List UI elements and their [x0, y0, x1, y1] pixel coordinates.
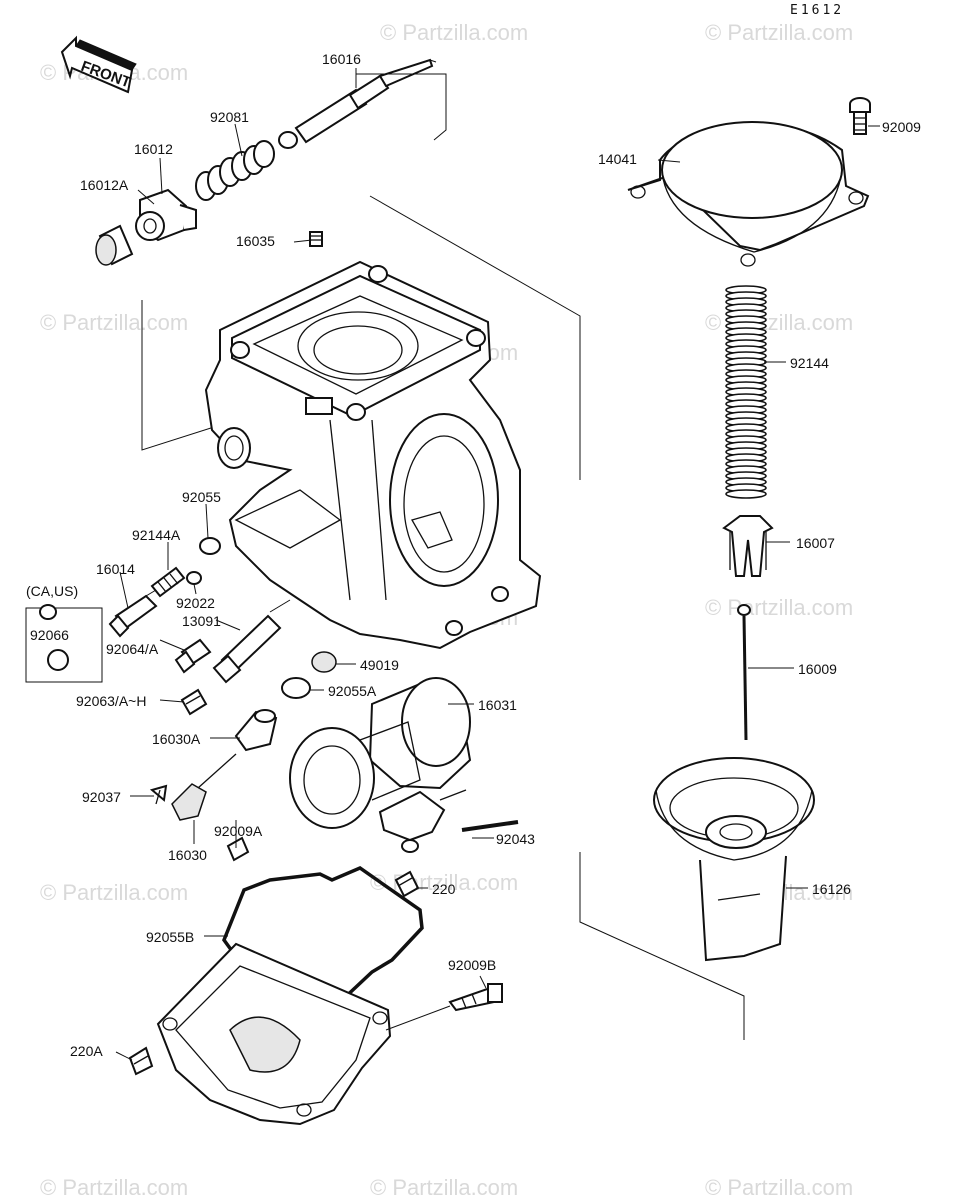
- part-16035-jet: [309, 231, 323, 247]
- watermark: © Partzilla.com: [705, 1175, 853, 1200]
- part-16126-piston: [653, 757, 815, 962]
- part-92064-screw: [174, 638, 212, 674]
- label-16016: 16016: [322, 51, 361, 67]
- label-92055B: 92055B: [146, 929, 194, 945]
- label-49019: 49019: [360, 657, 399, 673]
- part-labels: 16016 92081 16012 16012A 16035 14041 920…: [26, 51, 921, 1059]
- diagram-code: E1612: [790, 3, 844, 18]
- part-main-body: [204, 260, 542, 650]
- label-220: 220: [432, 881, 456, 897]
- part-16031-housing: [289, 677, 472, 853]
- watermark: © Partzilla.com: [40, 880, 188, 905]
- part-49019-plug: [311, 651, 337, 673]
- leader-lines: [115, 68, 880, 1061]
- part-16016-plunger: [278, 58, 437, 149]
- label-92022: 92022: [176, 595, 215, 611]
- guide-piston: [579, 852, 745, 1040]
- watermark: © Partzilla.com: [705, 595, 853, 620]
- part-92055-oring: [199, 537, 221, 555]
- part-92009A-screw: [226, 836, 250, 862]
- part-220A-screw: [128, 1046, 154, 1076]
- part-16012A-cap: [95, 224, 134, 266]
- part-16007-holder: [722, 515, 774, 577]
- label-92055: 92055: [182, 489, 221, 505]
- label-92043: 92043: [496, 831, 535, 847]
- guide-left: [141, 300, 237, 451]
- part-16012-nut: [135, 188, 197, 242]
- watermark: © Partzilla.com: [40, 1175, 188, 1200]
- label-92009B: 92009B: [448, 957, 496, 973]
- watermark: © Partzilla.com: [40, 310, 188, 335]
- watermark: © Partzilla.com: [705, 20, 853, 45]
- label-16012: 16012: [134, 141, 173, 157]
- label-13091: 13091: [182, 613, 221, 629]
- part-92063-screw: [180, 688, 208, 716]
- part-92009-screw: [849, 97, 871, 135]
- label-92063: 92063/A~H: [76, 693, 146, 709]
- label-220A: 220A: [70, 1043, 103, 1059]
- label-92144A: 92144A: [132, 527, 181, 543]
- label-16007: 16007: [796, 535, 835, 551]
- part-92009B-screw: [448, 983, 503, 1012]
- part-16030A-seat: [234, 709, 278, 752]
- part-92081-spring: [195, 140, 275, 201]
- label-region-note: (CA,US): [26, 583, 78, 599]
- guide-right: [369, 195, 581, 480]
- part-92037-clip: [149, 784, 168, 805]
- part-92022-washer: [186, 571, 202, 585]
- label-16031: 16031: [478, 697, 517, 713]
- part-92144-spring: [725, 285, 767, 499]
- label-92066: 92066: [30, 627, 69, 643]
- part-14041-cover: [627, 121, 870, 267]
- label-16030: 16030: [168, 847, 207, 863]
- watermark: © Partzilla.com: [380, 20, 528, 45]
- part-float-bowl: [156, 942, 392, 1126]
- part-16014-screw: [108, 589, 158, 638]
- watermark: © Partzilla.com: [370, 1175, 518, 1200]
- spring-coil: [725, 489, 767, 499]
- label-16012A: 16012A: [80, 177, 129, 193]
- region-box: [25, 604, 103, 683]
- part-16009-needle: [737, 604, 751, 741]
- label-92009A: 92009A: [214, 823, 263, 839]
- label-92009: 92009: [882, 119, 921, 135]
- label-14041: 14041: [598, 151, 637, 167]
- label-92055A: 92055A: [328, 683, 377, 699]
- label-92144: 92144: [790, 355, 829, 371]
- label-16126: 16126: [812, 881, 851, 897]
- label-16035: 16035: [236, 233, 275, 249]
- part-13091-jet: [212, 599, 291, 684]
- label-92037: 92037: [82, 789, 121, 805]
- label-16030A: 16030A: [152, 731, 201, 747]
- label-16014: 16014: [96, 561, 135, 577]
- label-92081: 92081: [210, 109, 249, 125]
- part-92043-pin: [461, 820, 519, 832]
- label-92064A: 92064/A: [106, 641, 159, 657]
- part-16030-valve: [171, 753, 237, 821]
- part-92055A-oring: [281, 677, 311, 699]
- part-92144A-spring: [150, 566, 186, 598]
- label-16009: 16009: [798, 661, 837, 677]
